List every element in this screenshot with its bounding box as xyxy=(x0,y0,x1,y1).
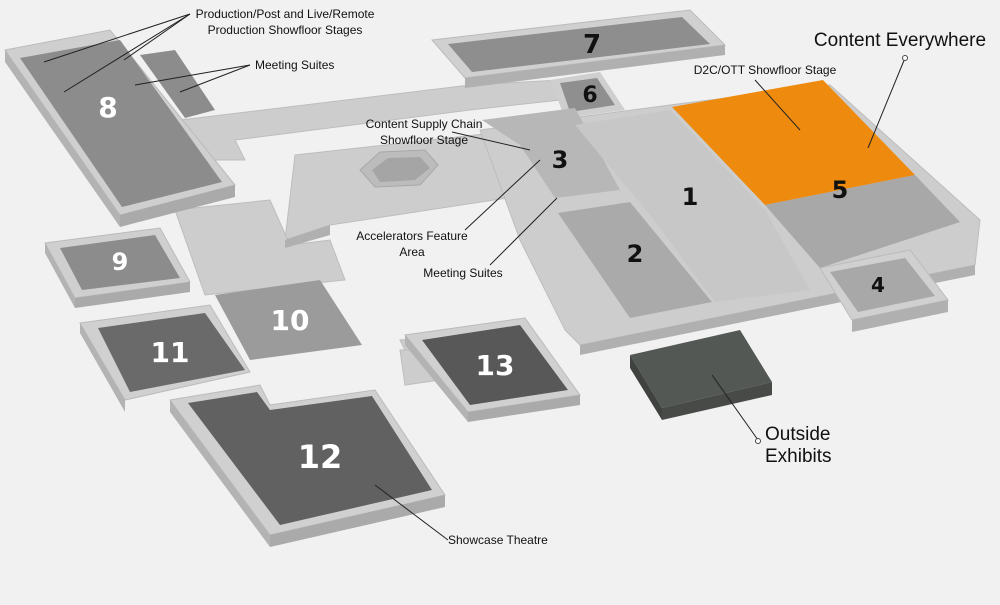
leader-dots xyxy=(755,55,908,444)
label-outside-exhibits-line2: Exhibits xyxy=(765,446,832,467)
hall-4[interactable]: 4 xyxy=(819,249,949,332)
label-accelerators-line1: Accelerators Feature xyxy=(356,229,468,243)
hall-5[interactable]: 5 xyxy=(672,80,960,268)
hall-11[interactable]: 11 xyxy=(79,304,251,412)
hall-12[interactable]: 12 xyxy=(169,384,446,547)
hall-10[interactable]: 10 xyxy=(215,280,362,360)
hall-8[interactable]: 8 xyxy=(4,29,236,227)
hall-label-1: 1 xyxy=(682,183,699,211)
label-outside-exhibits-line1: Outside xyxy=(765,424,830,445)
label-showcase-theatre: Showcase Theatre xyxy=(448,533,548,547)
label-production-stages-line2: Production Showfloor Stages xyxy=(208,23,363,37)
label-production-stages-line1: Production/Post and Live/Remote xyxy=(196,7,375,21)
hall-2[interactable]: 2 xyxy=(558,202,712,318)
label-content-supply-chain-line2: Showfloor Stage xyxy=(380,133,468,147)
hall-label-12: 12 xyxy=(298,438,343,476)
outside-exhibits-area[interactable] xyxy=(630,330,772,420)
hall-label-2: 2 xyxy=(627,240,644,268)
hall-9[interactable]: 9 xyxy=(44,227,191,308)
leader-lines xyxy=(43,13,906,541)
label-meeting-suites-top: Meeting Suites xyxy=(255,58,334,72)
accelerators-hexagon xyxy=(359,149,439,188)
label-content-supply-chain-line1: Content Supply Chain xyxy=(366,117,483,131)
hall-13[interactable]: 13 xyxy=(404,317,581,422)
hall-label-9: 9 xyxy=(112,248,129,276)
hall-label-3: 3 xyxy=(552,146,569,174)
hall-label-13: 13 xyxy=(476,349,515,382)
hall-label-10: 10 xyxy=(271,304,310,337)
hall-label-8: 8 xyxy=(98,91,117,124)
hall-label-7: 7 xyxy=(583,30,601,60)
label-content-everywhere: Content Everywhere xyxy=(814,30,986,51)
hall-7[interactable]: 7 xyxy=(431,9,727,88)
label-d2c-ott-stage: D2C/OTT Showfloor Stage xyxy=(694,63,837,77)
hall-label-6: 6 xyxy=(582,83,597,108)
hall-label-11: 11 xyxy=(151,336,190,369)
hall-label-4: 4 xyxy=(871,273,885,297)
hall-label-5: 5 xyxy=(832,176,849,204)
label-accelerators-line2: Area xyxy=(399,245,425,259)
label-meeting-suites-center: Meeting Suites xyxy=(423,266,502,280)
hall-6[interactable]: 6 xyxy=(550,72,625,118)
hall-1[interactable]: 1 xyxy=(575,110,810,302)
